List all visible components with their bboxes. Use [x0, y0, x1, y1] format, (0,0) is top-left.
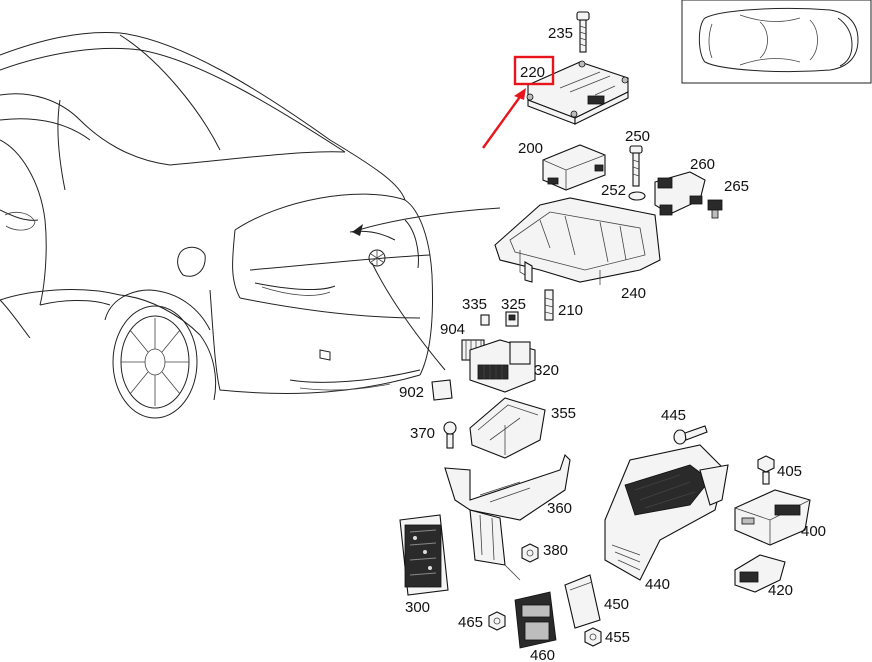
part-235-bolt	[576, 11, 590, 53]
label-300: 300	[405, 599, 430, 616]
label-265: 265	[724, 178, 749, 195]
label-240: 240	[621, 285, 646, 302]
label-200: 200	[518, 140, 543, 157]
label-355: 355	[551, 405, 576, 422]
label-250: 250	[625, 128, 650, 145]
label-370: 370	[410, 425, 435, 442]
part-252-washer	[628, 191, 646, 201]
label-260: 260	[690, 156, 715, 173]
label-420: 420	[768, 582, 793, 599]
label-460: 460	[530, 647, 555, 662]
label-325: 325	[501, 296, 526, 313]
label-210: 210	[558, 302, 583, 319]
part-250-bolt	[629, 145, 643, 187]
label-455: 455	[605, 629, 630, 646]
part-445-screw	[673, 425, 708, 445]
label-902: 902	[399, 384, 424, 401]
part-300-module	[399, 514, 449, 596]
part-335-relay	[480, 314, 490, 326]
part-455-nut	[584, 627, 602, 647]
label-465: 465	[458, 614, 483, 631]
label-320: 320	[534, 362, 559, 379]
part-325-relay	[505, 311, 519, 327]
label-335: 335	[462, 296, 487, 313]
part-902-clip	[431, 379, 453, 401]
part-320-fusebox	[469, 339, 536, 393]
part-210-stud	[544, 289, 554, 321]
part-400-module	[734, 489, 811, 546]
inset-car-top-view	[681, 0, 872, 84]
label-220: 220	[520, 64, 545, 81]
label-360: 360	[547, 500, 572, 517]
part-380-nut	[521, 543, 539, 563]
part-370-screw	[443, 421, 457, 449]
part-440-fusebox	[604, 444, 729, 581]
part-465-nut	[488, 611, 506, 631]
label-450: 450	[604, 596, 629, 613]
part-405-screw	[757, 455, 775, 485]
car-rear-view	[0, 32, 433, 419]
label-235: 235	[548, 25, 573, 42]
part-420-module	[734, 554, 786, 593]
part-260-sensor	[654, 171, 706, 216]
part-200-module	[542, 144, 606, 191]
label-380: 380	[543, 542, 568, 559]
part-240-bracket	[494, 197, 661, 285]
label-400: 400	[801, 523, 826, 540]
part-355-cover	[469, 397, 546, 459]
label-252: 252	[601, 182, 626, 199]
label-440: 440	[645, 576, 670, 593]
label-405: 405	[777, 463, 802, 480]
label-904: 904	[440, 321, 465, 338]
part-265-clip	[707, 199, 723, 219]
label-445: 445	[661, 407, 686, 424]
part-450-module	[564, 574, 601, 629]
part-460-module	[514, 591, 557, 649]
highlight-arrow	[482, 93, 523, 149]
part-360-bracket	[444, 453, 571, 581]
highlight-box	[513, 55, 555, 86]
